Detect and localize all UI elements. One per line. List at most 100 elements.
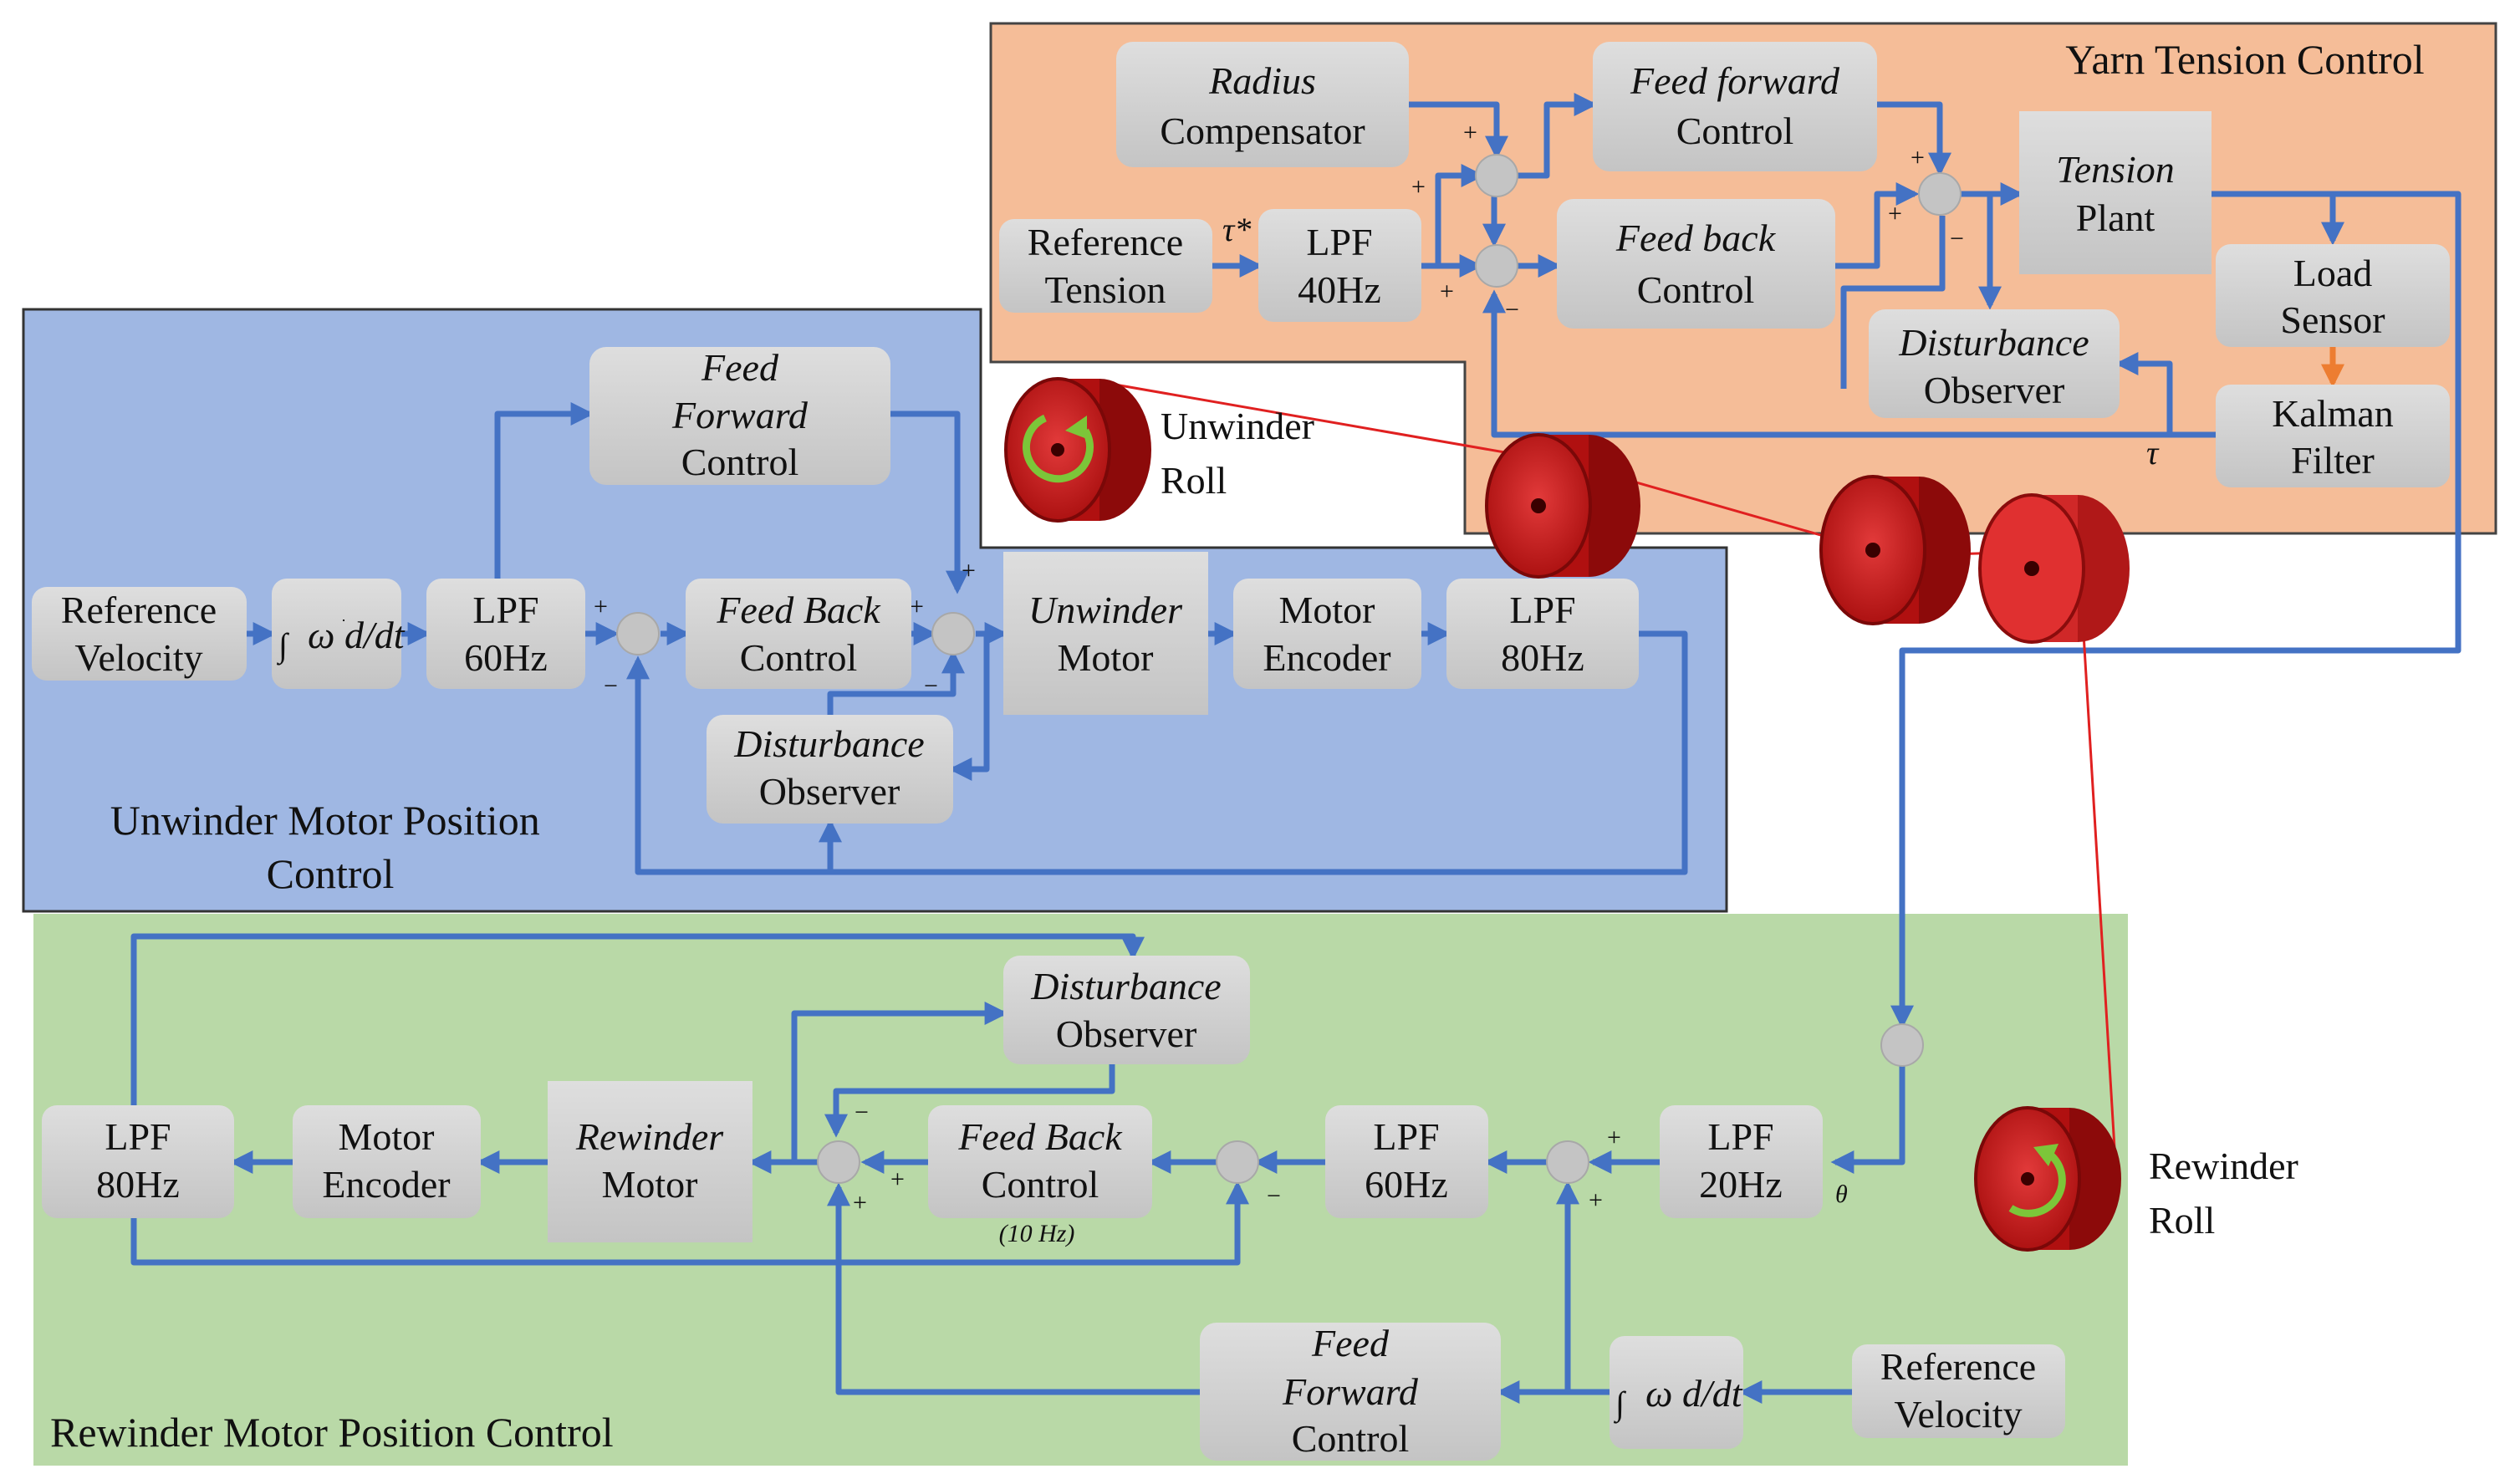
sign-plus: + <box>910 593 924 620</box>
sum-junction-rewinder-1 <box>1546 1140 1589 1184</box>
sign-minus: − <box>604 672 618 700</box>
sum-junction-unwinder-1 <box>616 612 660 655</box>
sign-plus: + <box>1607 1124 1621 1151</box>
sum-junction-rewinder-3 <box>817 1140 860 1184</box>
rewinder-roll-icon <box>1974 1106 2121 1252</box>
sign-minus: − <box>1267 1182 1281 1210</box>
guide-roll-2-icon <box>1819 475 1971 625</box>
summing-junctions <box>616 154 1962 1184</box>
sum-junction-plant <box>1918 172 1962 216</box>
signal-arrows <box>130 93 2462 1404</box>
sign-minus: − <box>924 672 938 700</box>
sign-plus: + <box>1411 173 1426 201</box>
yarn-region-title: Yarn Tension Control <box>2065 36 2424 83</box>
sign-plus: + <box>1911 144 1925 171</box>
junction-signs: + + + − + + − + − + + − + + − + + − <box>594 119 1964 1216</box>
sign-plus: + <box>1888 200 1902 227</box>
sign-minus: − <box>1505 296 1519 324</box>
svg-text:∫: ∫ <box>1613 1385 1627 1424</box>
sum-junction-unwinder-2 <box>931 612 975 655</box>
sign-plus: + <box>1589 1186 1603 1214</box>
sign-plus: + <box>1440 278 1454 305</box>
tau-star-label: τ* <box>1222 211 1251 248</box>
sum-junction-rewinder-2 <box>1216 1140 1259 1184</box>
svg-text:ω d/dt: ω d/dt <box>308 614 406 656</box>
sign-plus: + <box>594 593 608 620</box>
sum-junction-fb <box>1475 244 1518 288</box>
guide-roll-3-icon <box>1978 493 2130 644</box>
svg-text:ω d/dt: ω d/dt <box>1645 1372 1743 1415</box>
svg-text:∫: ∫ <box>276 626 290 666</box>
guide-roll-1-icon <box>1485 433 1640 579</box>
sign-plus: + <box>1463 119 1477 146</box>
sign-minus: − <box>1950 225 1964 252</box>
sign-plus: + <box>890 1165 905 1193</box>
unwinder-integrator-block: ∫ ω d/dt <box>272 579 406 689</box>
sign-minus: − <box>855 1099 869 1126</box>
tau-label: τ <box>2146 434 2160 472</box>
sum-junction-rewinder-theta <box>1880 1023 1924 1067</box>
sum-junction-ff <box>1475 154 1518 197</box>
unwinder-roll-icon <box>1004 377 1151 523</box>
sign-plus: + <box>962 557 976 584</box>
unwinder-region-title: Unwinder Motor Position Control <box>110 797 550 897</box>
theta-label: θ <box>1835 1181 1848 1208</box>
feedback-frequency-note: (10 Hz) <box>999 1220 1075 1247</box>
sign-plus: + <box>853 1189 867 1216</box>
rewinder-region-title: Rewinder Motor Position Control <box>50 1409 614 1456</box>
